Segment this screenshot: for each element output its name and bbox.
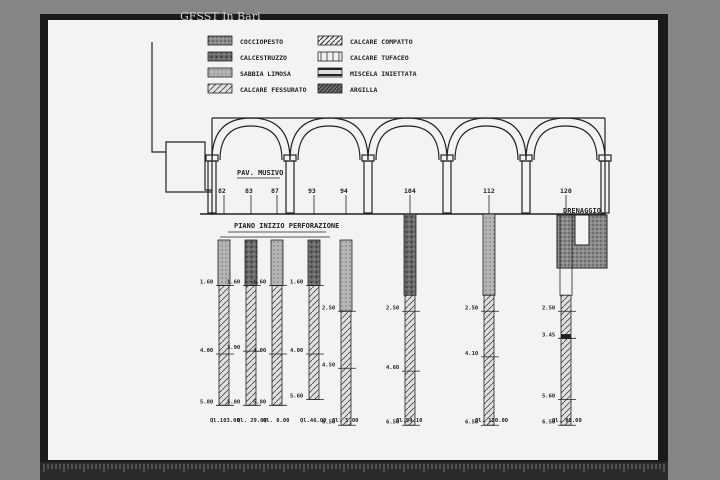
depth-label: 4.10 — [465, 351, 478, 357]
header-stamp: GFSST In Bari — [180, 10, 261, 23]
quota-label: Ql. 5.00 — [332, 418, 359, 424]
legend-swatch — [207, 83, 233, 94]
borehole-number: 83 — [245, 187, 253, 195]
legend-item: COCCIOPESTO — [207, 35, 283, 46]
quota-label: Ql. 8.00 — [263, 418, 290, 424]
quota-label: Ql.103.00 — [210, 418, 240, 424]
legend-swatch — [317, 83, 343, 94]
depth-label: 2.50 — [465, 305, 478, 311]
legend-item: MISCELA INIETTATA — [317, 67, 417, 78]
legend-label: CALCARE TUFACEO — [350, 54, 409, 62]
legend-item: ARGILLA — [317, 83, 377, 94]
legend-label: COCCIOPESTO — [240, 38, 283, 46]
legend-label: SABBIA LIMOSA — [240, 70, 291, 78]
drenaggio-label: DRENAGGIO — [563, 207, 601, 215]
drawing-paper — [48, 20, 658, 460]
legend: COCCIOPESTO CALCESTRUZZO SABBIA LIMOSA CALC… — [207, 35, 417, 94]
quota-label: Ql. 29.00 — [237, 418, 267, 424]
legend-swatch — [207, 51, 233, 62]
depth-label: 5.80 — [200, 399, 213, 405]
depth-label: 1.60 — [253, 280, 266, 286]
legend-label: ARGILLA — [350, 86, 377, 94]
legend-swatch — [317, 35, 343, 46]
legend-item: CALCARE TUFACEO — [317, 51, 409, 62]
legend-swatch — [207, 35, 233, 46]
piano-label: PIANO INIZIO PERFORAZIONE — [234, 222, 339, 230]
quota-label: Ql. 120.00 — [475, 418, 508, 424]
legend-label: CALCARE FESSURATO — [240, 86, 307, 94]
borehole-number: 87 — [271, 187, 279, 195]
depth-label: 2.50 — [386, 305, 399, 311]
depth-label: 5.80 — [253, 399, 266, 405]
depth-label: 3.45 — [542, 332, 555, 338]
depth-label: 3.90 — [227, 345, 240, 351]
depth-label: 6.50 — [542, 419, 555, 425]
depth-label: 5.60 — [542, 394, 555, 400]
legend-swatch — [317, 67, 343, 78]
borehole-number: 94 — [340, 187, 348, 195]
depth-label: 2.50 — [322, 305, 335, 311]
pav-musivo-label: PAV. MUSIVO — [237, 169, 283, 177]
legend-item: CALCESTRUZZO — [207, 51, 287, 62]
borehole-number: 93 — [308, 187, 316, 195]
depth-label: 6.50 — [322, 419, 335, 425]
borehole-number: 82 — [218, 187, 226, 195]
building-section — [151, 42, 612, 215]
depth-label: 1.60 — [200, 280, 213, 286]
depth-label: 4.00 — [200, 348, 213, 354]
depth-label: 4.60 — [386, 365, 399, 371]
film-ruler — [43, 464, 665, 472]
borehole-number: 120 — [560, 187, 572, 195]
depth-label: 2.50 — [542, 305, 555, 311]
depth-label: 1.60 — [227, 280, 240, 286]
depth-label: 6.50 — [386, 419, 399, 425]
depth-label: 4.50 — [322, 362, 335, 368]
quota-label: Ql.54.10 — [396, 418, 423, 424]
legend-swatch — [317, 51, 343, 62]
legend-label: CALCESTRUZZO — [240, 54, 287, 62]
legend-swatch — [207, 67, 233, 78]
legend-item: SABBIA LIMOSA — [207, 67, 291, 78]
borehole-number: 104 — [404, 187, 416, 195]
legend-item: CALCARE FESSURATO — [207, 83, 307, 94]
depth-label: 6.50 — [465, 419, 478, 425]
depth-label: 4.00 — [253, 348, 266, 354]
depth-label: 5.80 — [227, 399, 240, 405]
depth-label: 4.00 — [290, 348, 303, 354]
legend-label: MISCELA INIETTATA — [350, 70, 417, 78]
legend-label: CALCARE COMPATTO — [350, 38, 413, 46]
quota-label: Ql.46.00 — [300, 418, 327, 424]
depth-label: 1.60 — [290, 280, 303, 286]
depth-label: 5.60 — [290, 394, 303, 400]
quota-label: Ql. 80.00 — [552, 418, 582, 424]
legend-item: CALCARE COMPATTO — [317, 35, 413, 46]
borehole-number: 112 — [483, 187, 495, 195]
